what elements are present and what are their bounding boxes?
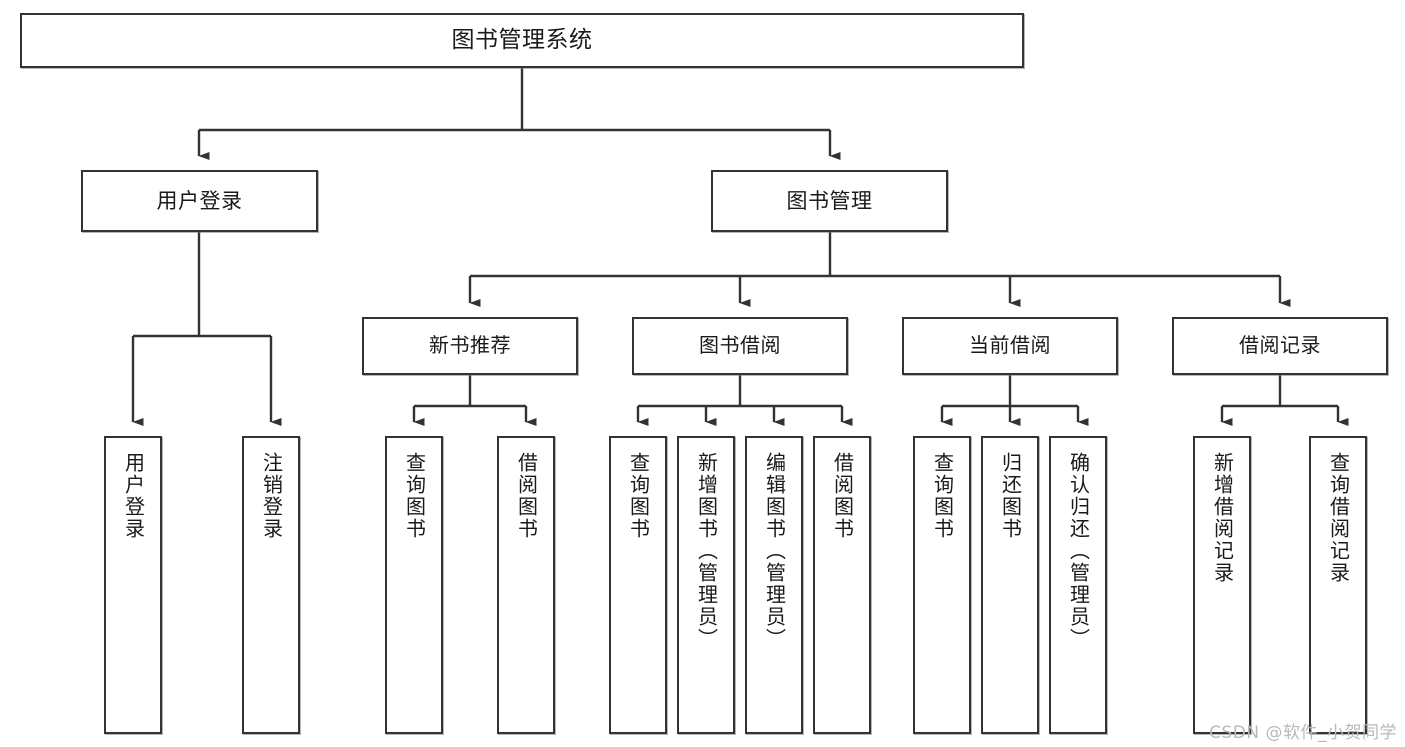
leaf-book-borrow-query-book[interactable]: 查询图书 bbox=[609, 436, 667, 734]
leaf-label: 查询图书 bbox=[402, 452, 427, 540]
leaf-label: 用户登录 bbox=[121, 452, 146, 540]
leaf-label: 查询图书 bbox=[930, 452, 955, 540]
node-book-management[interactable]: 图书管理 bbox=[711, 170, 948, 232]
leaf-label: 新增图书（管理员） bbox=[694, 452, 719, 650]
node-user-login[interactable]: 用户登录 bbox=[81, 170, 318, 232]
leaf-user-login-logout[interactable]: 注销登录 bbox=[242, 436, 300, 734]
leaf-label: 查询借阅记录 bbox=[1326, 452, 1351, 584]
leaf-user-login-login[interactable]: 用户登录 bbox=[104, 436, 162, 734]
leaf-label: 编辑图书（管理员） bbox=[762, 452, 787, 650]
leaf-borrow-record-add-record[interactable]: 新增借阅记录 bbox=[1193, 436, 1251, 734]
leaf-label: 新增借阅记录 bbox=[1210, 452, 1235, 584]
node-root[interactable]: 图书管理系统 bbox=[20, 13, 1024, 68]
node-user-login-label: 用户登录 bbox=[156, 188, 243, 213]
leaf-current-borrow-return-book[interactable]: 归还图书 bbox=[981, 436, 1039, 734]
leaf-new-book-query-book[interactable]: 查询图书 bbox=[385, 436, 443, 734]
node-current-borrow-label: 当前借阅 bbox=[969, 333, 1051, 358]
node-book-borrow[interactable]: 图书借阅 bbox=[632, 317, 848, 375]
leaf-book-borrow-add-book[interactable]: 新增图书（管理员） bbox=[677, 436, 735, 734]
watermark: CSDN @软件_小贺同学 bbox=[1209, 723, 1397, 743]
leaf-book-borrow-borrow-book[interactable]: 借阅图书 bbox=[813, 436, 871, 734]
leaf-current-borrow-confirm-return[interactable]: 确认归还（管理员） bbox=[1049, 436, 1107, 734]
leaf-new-book-borrow-book[interactable]: 借阅图书 bbox=[497, 436, 555, 734]
node-current-borrow[interactable]: 当前借阅 bbox=[902, 317, 1118, 375]
node-book-borrow-label: 图书借阅 bbox=[699, 333, 781, 358]
leaf-label: 确认归还（管理员） bbox=[1066, 452, 1091, 650]
node-borrow-record[interactable]: 借阅记录 bbox=[1172, 317, 1388, 375]
leaf-label: 归还图书 bbox=[998, 452, 1023, 540]
node-new-book-recommend-label: 新书推荐 bbox=[429, 333, 511, 358]
node-book-management-label: 图书管理 bbox=[786, 188, 873, 213]
leaf-label: 注销登录 bbox=[259, 452, 284, 540]
leaf-borrow-record-query-record[interactable]: 查询借阅记录 bbox=[1309, 436, 1367, 734]
leaf-label: 借阅图书 bbox=[514, 452, 539, 540]
leaf-book-borrow-edit-book[interactable]: 编辑图书（管理员） bbox=[745, 436, 803, 734]
leaf-label: 借阅图书 bbox=[830, 452, 855, 540]
node-borrow-record-label: 借阅记录 bbox=[1239, 333, 1321, 358]
node-new-book-recommend[interactable]: 新书推荐 bbox=[362, 317, 578, 375]
node-root-label: 图书管理系统 bbox=[451, 26, 593, 53]
leaf-current-borrow-query-book[interactable]: 查询图书 bbox=[913, 436, 971, 734]
leaf-label: 查询图书 bbox=[626, 452, 651, 540]
